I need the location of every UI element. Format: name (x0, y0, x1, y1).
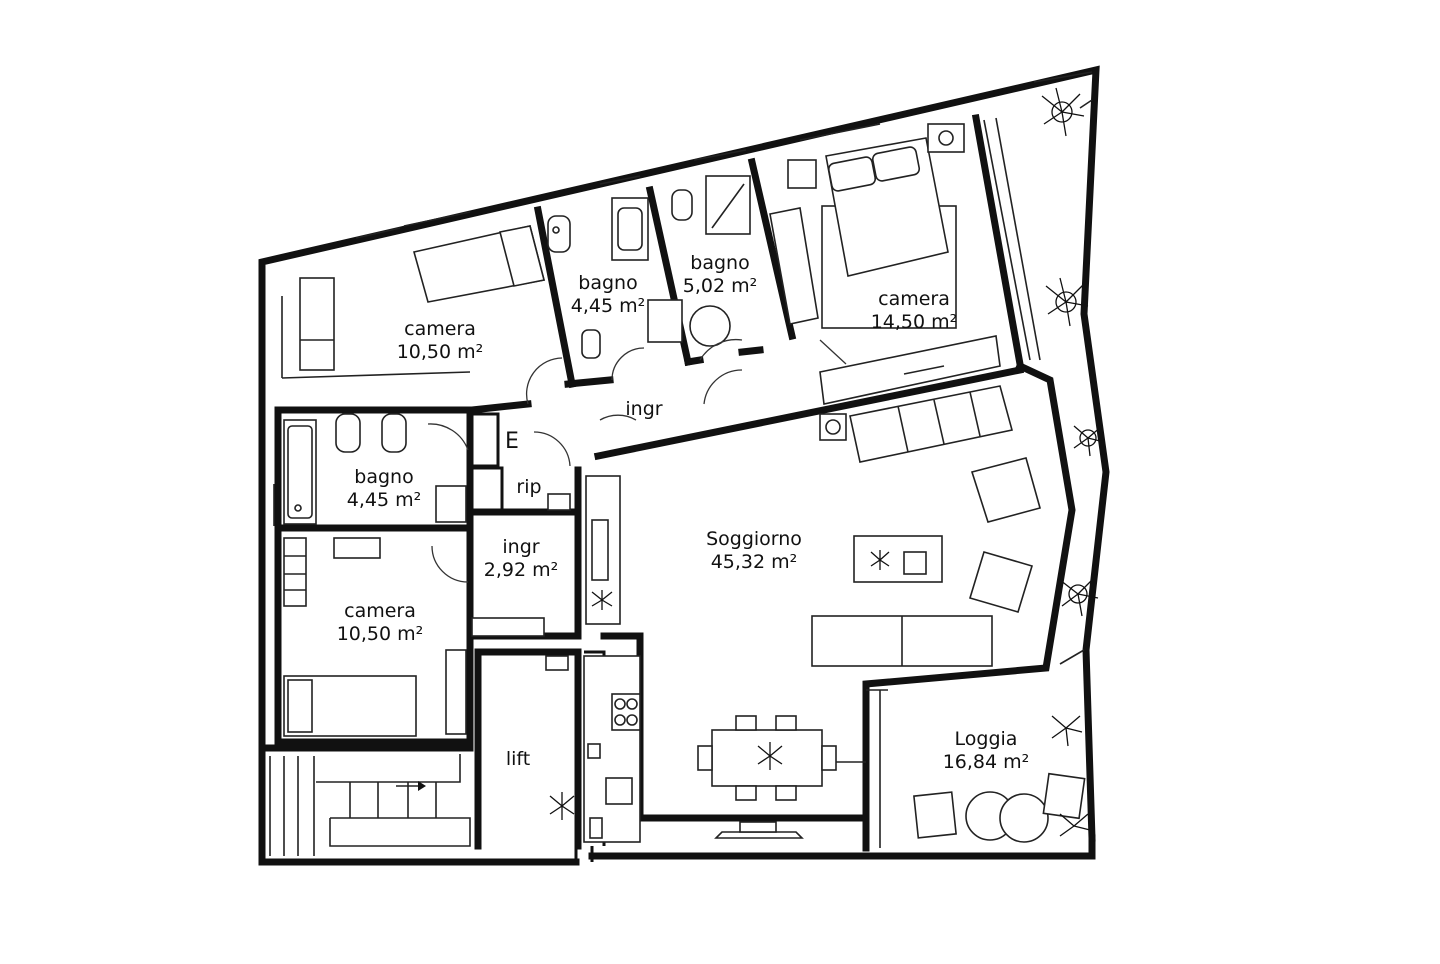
plant-icon (1045, 277, 1089, 327)
room-camera-ne: camera 14,50 m² (871, 288, 958, 334)
room-lift: lift (506, 748, 530, 771)
room-bagno-a: bagno 4,45 m² (571, 272, 645, 318)
bed-nw (413, 225, 545, 303)
room-name: rip (516, 476, 542, 498)
room-name: Soggiorno (706, 528, 802, 550)
room-loggia: Loggia 16,84 m² (943, 728, 1030, 774)
room-bagno-b: bagno 5,02 m² (683, 252, 757, 298)
plant-icon (1059, 813, 1091, 837)
room-area: 16,84 m² (942, 751, 1030, 773)
room-bagno-w: bagno 4,45 m² (347, 466, 421, 512)
room-name: bagno (354, 466, 414, 488)
plants (549, 87, 1105, 837)
room-area: 10,50 m² (396, 341, 484, 363)
bagno-a-fixtures (547, 197, 683, 381)
plant-icon (757, 742, 783, 770)
room-name: bagno (690, 252, 750, 274)
room-name: camera (404, 318, 476, 340)
room-area: 14,50 m² (870, 311, 958, 333)
room-ingr-hall: ingr (625, 398, 662, 421)
room-name: bagno (578, 272, 638, 294)
kitchen-dining (583, 655, 866, 843)
room-area: 4,45 m² (346, 489, 422, 511)
plant-icon (870, 550, 890, 570)
plant-icon (1051, 715, 1083, 747)
windows (273, 71, 1093, 848)
room-name: ingr (502, 536, 540, 558)
room-camera-nw: camera 10,50 m² (397, 318, 484, 364)
interior-walls (258, 113, 1076, 852)
room-name: Loggia (954, 728, 1018, 750)
room-rip: rip (516, 476, 541, 499)
room-name: ingr (625, 398, 663, 420)
room-soggiorno: Soggiorno 45,32 m² (706, 528, 802, 574)
bagno-b-fixtures (671, 175, 751, 361)
room-name: camera (878, 288, 950, 310)
room-name: lift (505, 748, 531, 770)
bagno-w-fixtures (283, 413, 467, 525)
soggiorno-furniture (811, 385, 1041, 667)
stairs (269, 655, 569, 856)
plant-icon (1073, 425, 1105, 457)
room-ingr-small: ingr 2,92 m² (484, 536, 558, 582)
plant-icon (1041, 87, 1085, 137)
camera-ne-furniture (769, 123, 1001, 405)
room-area: 5,02 m² (682, 275, 758, 297)
room-area: 45,32 m² (710, 551, 798, 573)
room-area: 4,45 m² (570, 295, 646, 317)
room-name: camera (344, 600, 416, 622)
room-area: 2,92 m² (483, 559, 559, 581)
camera-sw-furniture (283, 537, 467, 737)
plant-icon (549, 792, 575, 820)
camera-nw-furniture (281, 225, 563, 405)
room-name: E (505, 429, 519, 454)
loggia-furniture (913, 99, 1093, 843)
room-camera-sw: camera 10,50 m² (337, 600, 424, 646)
plant-icon (591, 590, 613, 610)
corridor-doors (427, 369, 743, 583)
plant-icon (1059, 577, 1099, 617)
room-area: 10,50 m² (336, 623, 424, 645)
outer-walls (258, 65, 1110, 866)
room-e-cabinet: E (505, 430, 519, 453)
